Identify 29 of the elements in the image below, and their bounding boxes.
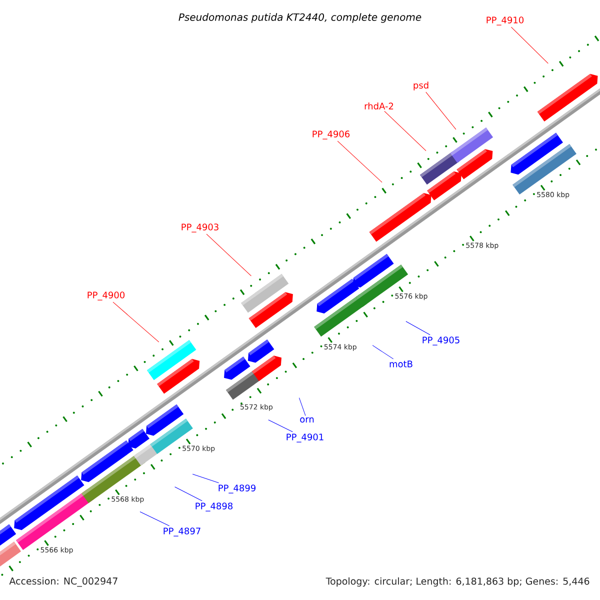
gene-label: PP_4901 [286,434,324,442]
leader-line [426,92,456,130]
leader-line [372,345,394,360]
leader-line [510,26,548,64]
gene-label: PP_4906 [312,130,350,140]
footer-text: Topology: circular; Length: 6,181,863 bp; Genes: 5,446 [326,577,590,587]
title: Pseudomonas putida KT2440, complete genome [178,13,422,23]
gene-label: orn [300,417,314,423]
leader-line [384,110,426,152]
gene-label: PP_4899 [218,484,256,494]
gene-label: PP_4910 [486,16,524,26]
leader-line [337,140,382,183]
gene-label: motB [390,360,412,368]
gene-label: PP_4905 [422,336,460,346]
gene-label: rhdA-2 [364,102,394,110]
leader-line [406,321,430,336]
gene-label: PP_4897 [164,528,200,536]
leader-line [174,486,202,502]
leader-line [298,398,306,416]
gene-label: PP_4900 [88,292,125,300]
leader-line [206,234,252,276]
gene-label: psd [414,82,428,90]
gene-label: PP_4898 [196,502,232,512]
gene-label: PP_4903 [182,224,218,232]
leader-line [140,512,170,526]
leader-line [192,474,220,484]
footer-text: Accession: NC_002947 [9,577,118,587]
leader-line [268,420,293,432]
leader-line [112,302,160,342]
